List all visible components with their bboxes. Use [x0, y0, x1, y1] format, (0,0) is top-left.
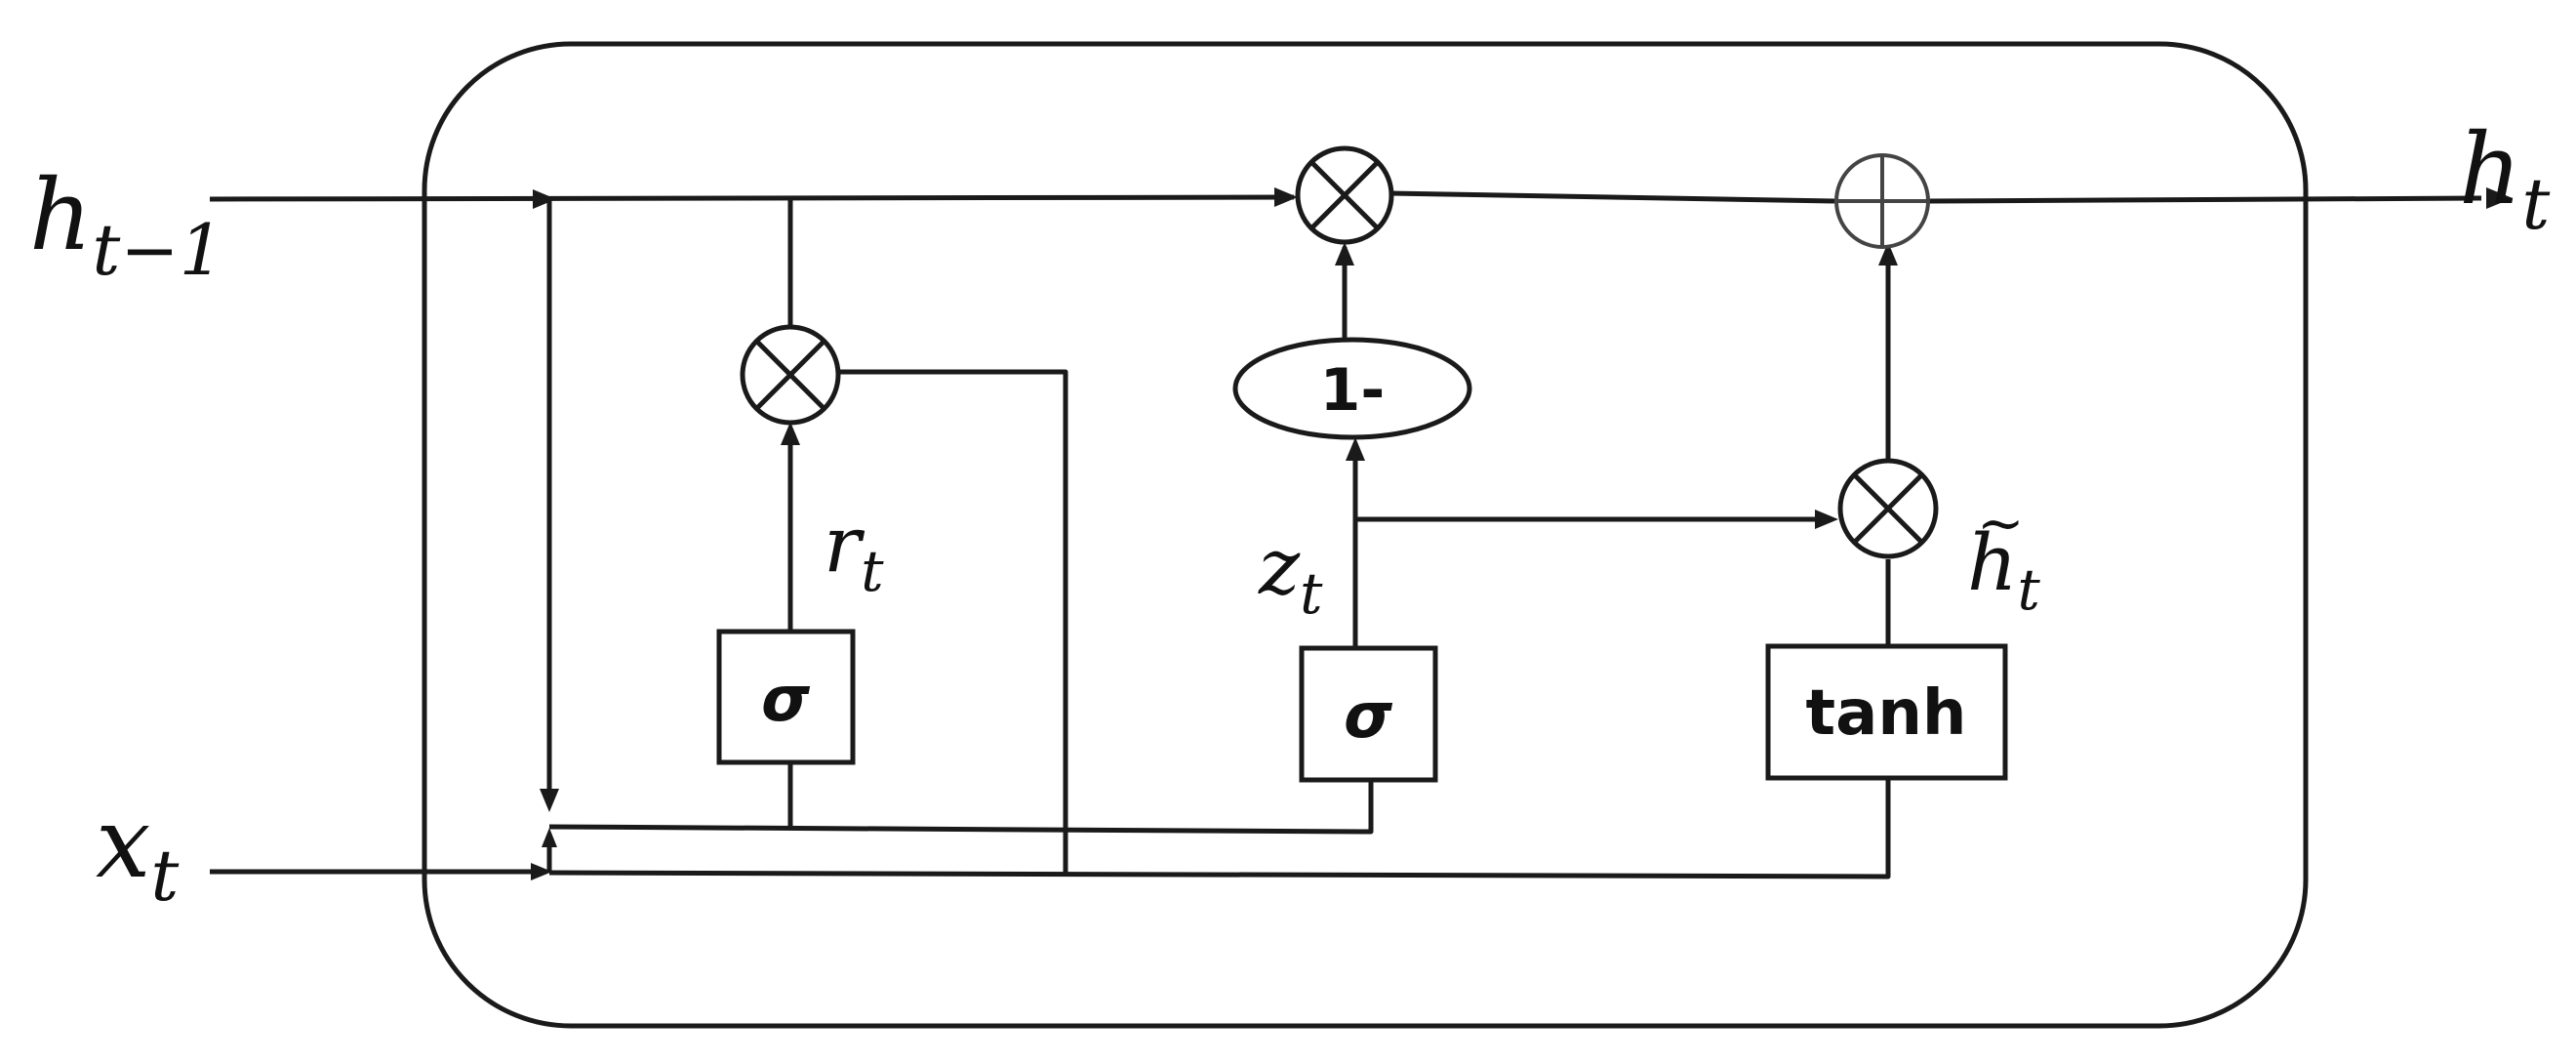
update-gate-sigma: σ — [1299, 645, 1438, 783]
arrowhead-x-up — [542, 828, 557, 847]
wire-plus-to-output — [1927, 195, 2482, 204]
input-x-label: xt — [96, 786, 180, 917]
candidate-tanh-box: tanh — [1765, 643, 2008, 781]
arrowhead-reset-mult-in — [781, 422, 800, 445]
arrowhead-oneminus-in — [1346, 437, 1365, 461]
wire-hprev-main — [209, 194, 1295, 202]
reset-sigma-label: σ — [761, 664, 810, 736]
wire-concat-bus-lower — [548, 778, 1891, 879]
reset-gate-label: rt — [824, 499, 884, 604]
update-gate-label: zt — [1258, 521, 1323, 627]
multiply-node-reset — [740, 324, 841, 426]
reset-gate-sigma: σ — [716, 629, 856, 765]
tanh-label: tanh — [1806, 677, 1967, 750]
arrowhead-top-mult-in — [1335, 242, 1354, 266]
arrowhead-cand-mult-in — [1815, 510, 1838, 529]
candidate-tilde: ~ — [1977, 490, 2025, 556]
plus-node — [1834, 153, 1930, 249]
arrowhead-output — [2486, 187, 2513, 209]
svg-text:ht: ht — [1967, 517, 2041, 623]
input-hprev-label: ht−1 — [29, 158, 223, 291]
one-minus-label: 1- — [1320, 356, 1386, 425]
wire-concat-bus-upper — [548, 780, 1374, 835]
multiply-node-top — [1295, 145, 1394, 245]
one-minus-node: 1- — [1232, 337, 1472, 440]
wire-mult-to-plus — [1389, 190, 1835, 204]
update-sigma-label: σ — [1344, 680, 1392, 753]
wire-reset-mult-out — [839, 369, 1068, 873]
arrowhead-hprev-entry — [533, 189, 556, 209]
output-h-label: ht — [2459, 112, 2551, 245]
multiply-node-candidate — [1837, 458, 1939, 559]
cell-boundary — [422, 41, 2309, 1029]
arrowhead-x-entry — [531, 863, 552, 880]
candidate-state-label: ht ~ — [1967, 490, 2041, 623]
arrowhead-to-top-mult — [1274, 187, 1298, 207]
arrowhead-plus-in — [1878, 242, 1898, 266]
arrowhead-hprev-down — [540, 789, 559, 812]
